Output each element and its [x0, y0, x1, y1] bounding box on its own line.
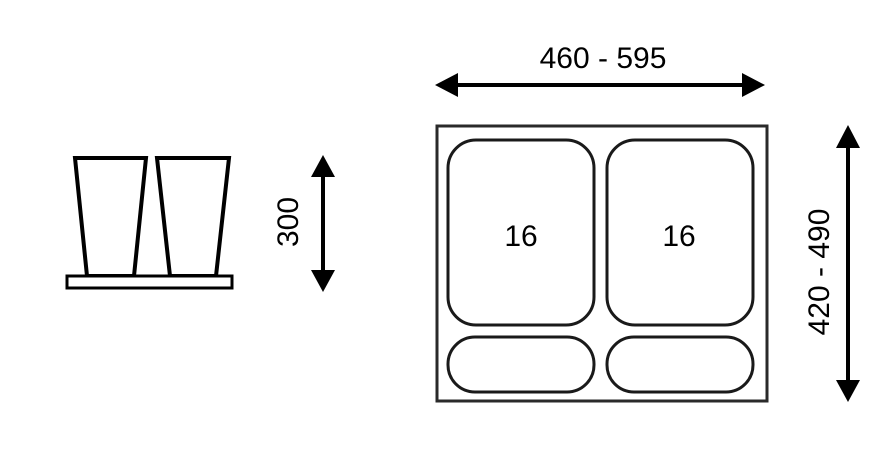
height-label: 300 [272, 197, 305, 247]
width-arrow [435, 73, 765, 97]
depth-label: 420 - 490 [803, 209, 836, 336]
compartment-top-left [446, 138, 596, 327]
drawer-outline [435, 124, 769, 403]
side-bin-right [154, 156, 232, 278]
width-label: 460 - 595 [540, 42, 667, 75]
compartments [446, 138, 755, 394]
compartment-volume-right: 16 [662, 220, 695, 253]
side-bin-left [72, 156, 149, 278]
side-base-tray [65, 274, 234, 290]
side-view-bins [65, 156, 234, 290]
compartment-volume-left: 16 [504, 220, 537, 253]
depth-arrow [836, 125, 860, 402]
compartment-top-right [605, 138, 755, 327]
compartment-bottom-right [605, 335, 755, 394]
height-arrow [311, 155, 335, 292]
compartment-bottom-left [446, 335, 596, 394]
